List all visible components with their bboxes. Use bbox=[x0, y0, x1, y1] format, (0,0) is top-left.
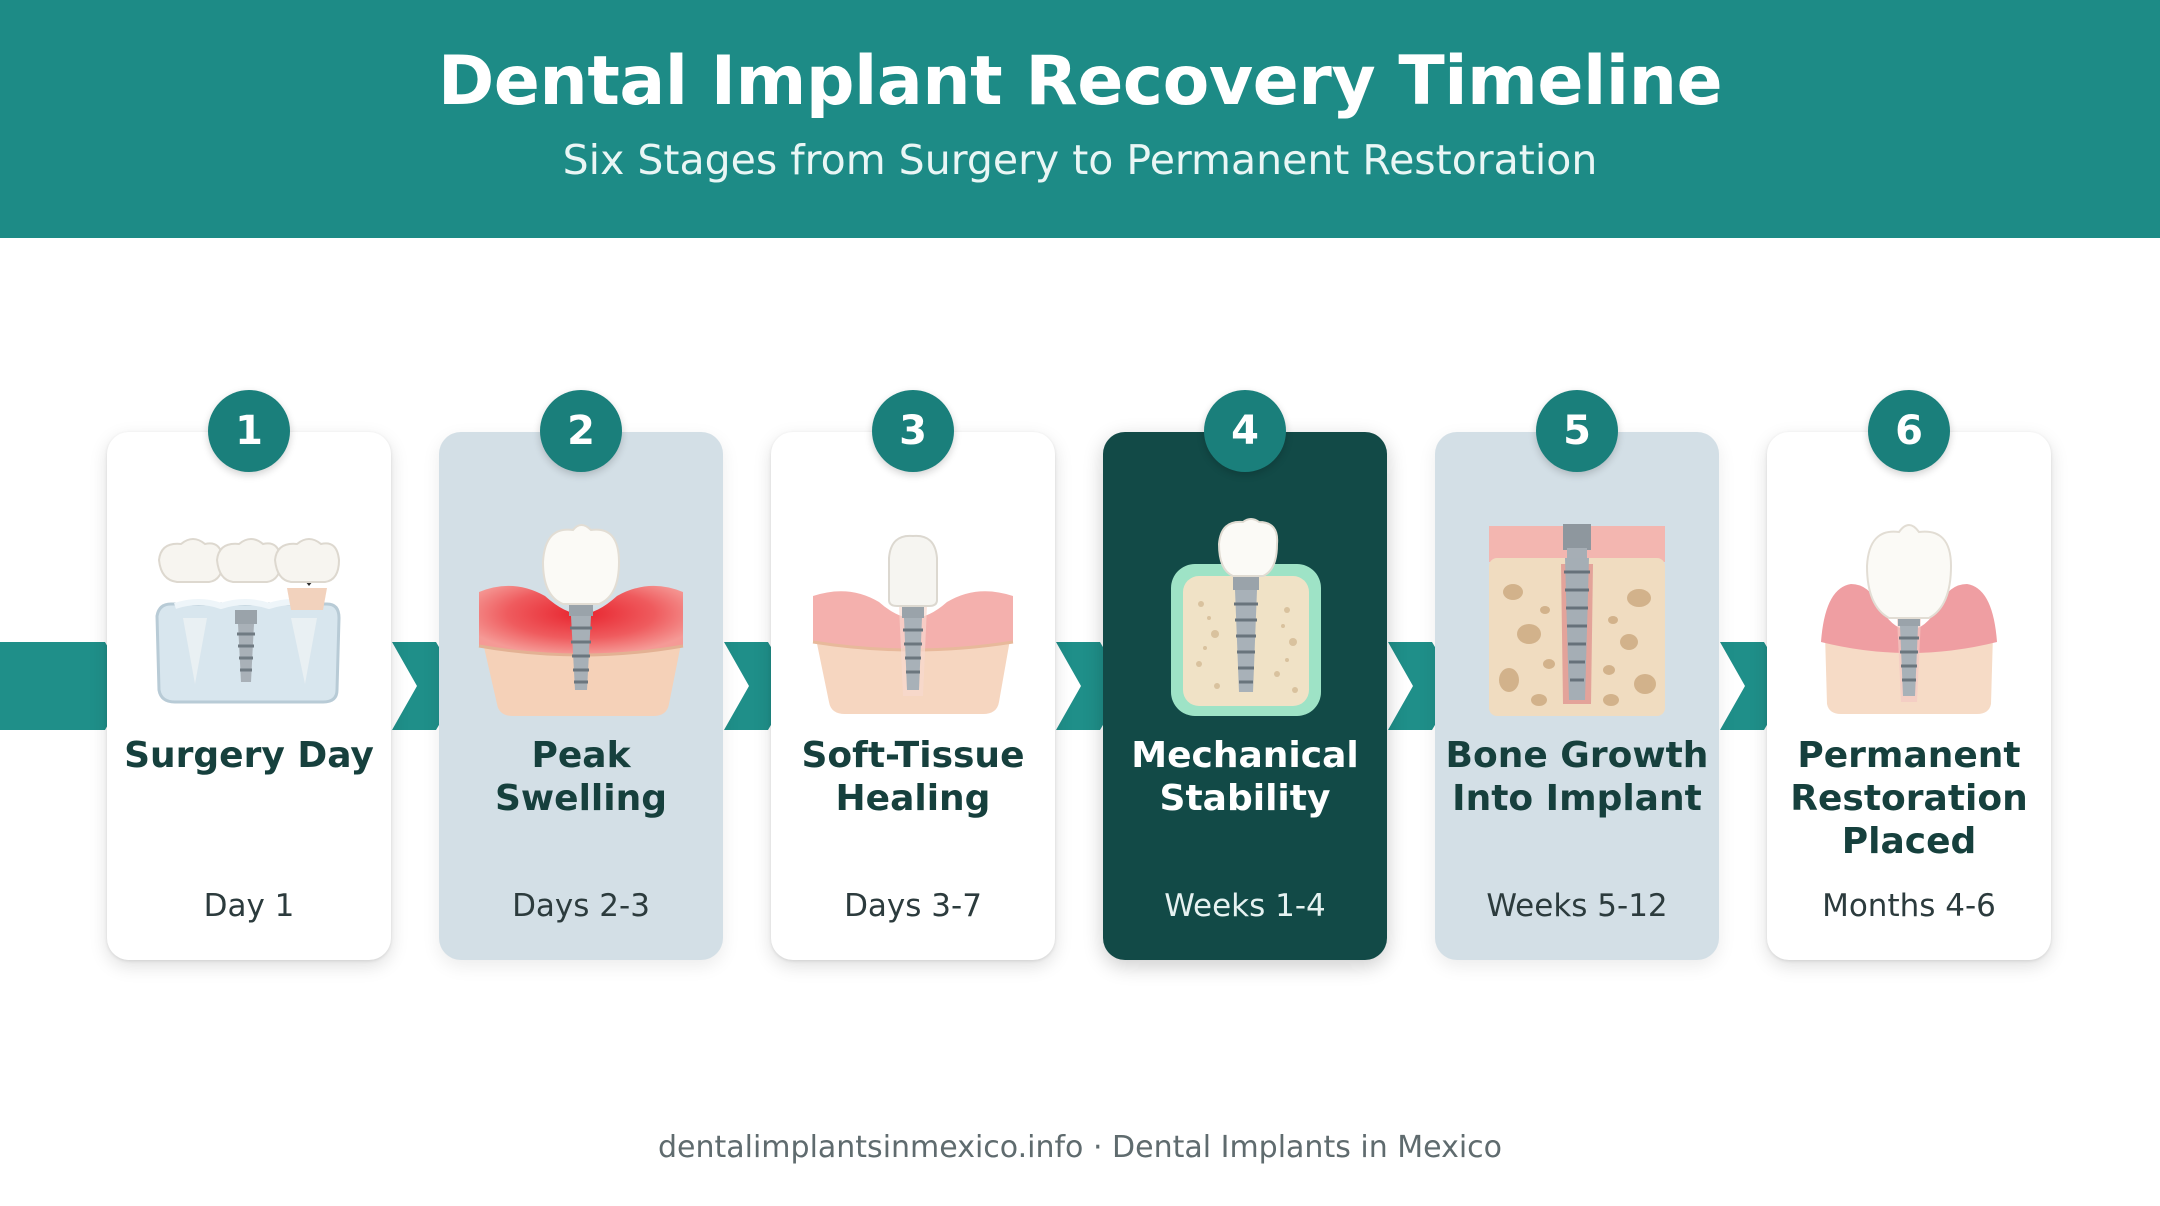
stage-title: Soft-Tissue Healing bbox=[801, 735, 1025, 819]
final-crown-implant-icon bbox=[1821, 524, 1997, 714]
page-title: Dental Implant Recovery Timeline bbox=[437, 42, 1723, 121]
header-banner: Dental Implant Recovery Timeline Six Sta… bbox=[0, 0, 2160, 238]
stage-number-badge: 1 bbox=[208, 390, 290, 472]
stage-time: Months 4-6 bbox=[1822, 888, 1996, 924]
stage-number-badge: 4 bbox=[1204, 390, 1286, 472]
page-subtitle: Six Stages from Surgery to Permanent Res… bbox=[562, 136, 1598, 184]
stage-number-badge: 3 bbox=[872, 390, 954, 472]
stage-card-1: 1 Surgery Day Day 1 bbox=[107, 390, 391, 960]
stage-time: Days 2-3 bbox=[512, 888, 650, 924]
stage-number-badge: 2 bbox=[540, 390, 622, 472]
stage-number-badge: 6 bbox=[1868, 390, 1950, 472]
stage-card-4: 4 Mechanical Stability Weeks 1-4 bbox=[1103, 390, 1387, 960]
stage-number-badge: 5 bbox=[1536, 390, 1618, 472]
stage-time: Weeks 5-12 bbox=[1486, 888, 1668, 924]
inflamed-gum-implant-icon bbox=[478, 524, 684, 716]
stage-title: Surgery Day bbox=[124, 735, 374, 776]
implant-bridge-icon bbox=[155, 538, 341, 704]
stage-title: Permanent Restoration Placed bbox=[1790, 735, 2028, 862]
bone-integration-implant-icon bbox=[1489, 524, 1665, 716]
stage-title: Peak Swelling bbox=[494, 735, 668, 819]
stage-card-5: 5 Bone Growth Into Implant Weeks 5-12 bbox=[1435, 390, 1719, 960]
stage-card-2: 2 Peak Swelling Days 2-3 bbox=[439, 390, 723, 960]
band-segment-1 bbox=[0, 642, 130, 730]
stage-card-6: 6 Permanent Restoration Placed Months 4-… bbox=[1767, 390, 2051, 960]
stage-title: Bone Growth Into Implant bbox=[1445, 735, 1709, 819]
footer-credit: dentalimplantsinmexico.info · Dental Imp… bbox=[657, 1130, 1503, 1165]
stage-time: Day 1 bbox=[203, 888, 295, 924]
healing-gum-implant-icon bbox=[812, 534, 1014, 714]
stage-time: Days 3-7 bbox=[844, 888, 982, 924]
stage-title: Mechanical Stability bbox=[1131, 735, 1359, 819]
stage-time: Weeks 1-4 bbox=[1164, 888, 1326, 924]
bone-cross-section-implant-icon bbox=[1171, 518, 1321, 716]
stage-card-3: 3 Soft-Tissue Healing Days 3-7 bbox=[771, 390, 1055, 960]
